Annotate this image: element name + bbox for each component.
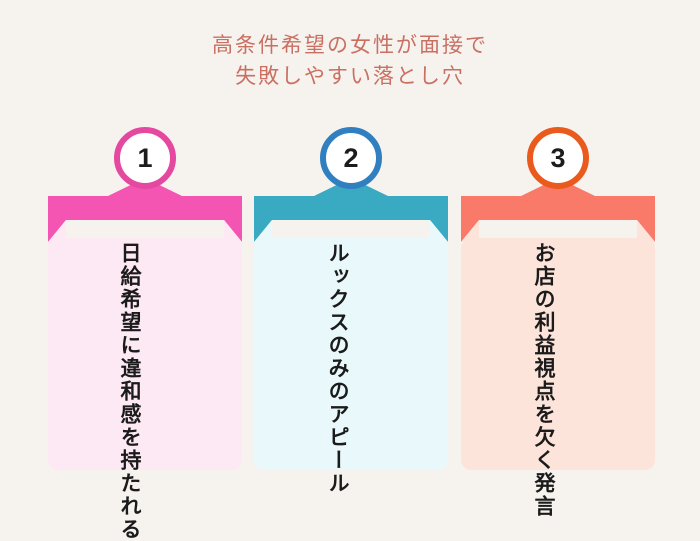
- page-title: 高条件希望の女性が面接で 失敗しやすい落とし穴: [0, 30, 700, 92]
- ribbon-1: [48, 178, 242, 242]
- item-text-2: ルックスのみのアピール: [326, 242, 350, 495]
- card-3: [461, 238, 655, 470]
- title-line-1: 高条件希望の女性が面接で: [212, 33, 488, 57]
- item-text-3: お店の利益視点を欠く発言: [532, 242, 556, 518]
- card-1: [48, 238, 242, 470]
- title-line-2: 失敗しやすい落とし穴: [235, 64, 465, 88]
- item-text-1: 日給希望に違和感を持たれる: [118, 242, 142, 541]
- ribbon-3: [461, 178, 655, 242]
- badge-1: 1: [114, 127, 176, 189]
- card-2: [254, 238, 448, 470]
- badge-3: 3: [527, 127, 589, 189]
- badge-2: 2: [320, 127, 382, 189]
- ribbon-2: [254, 178, 448, 242]
